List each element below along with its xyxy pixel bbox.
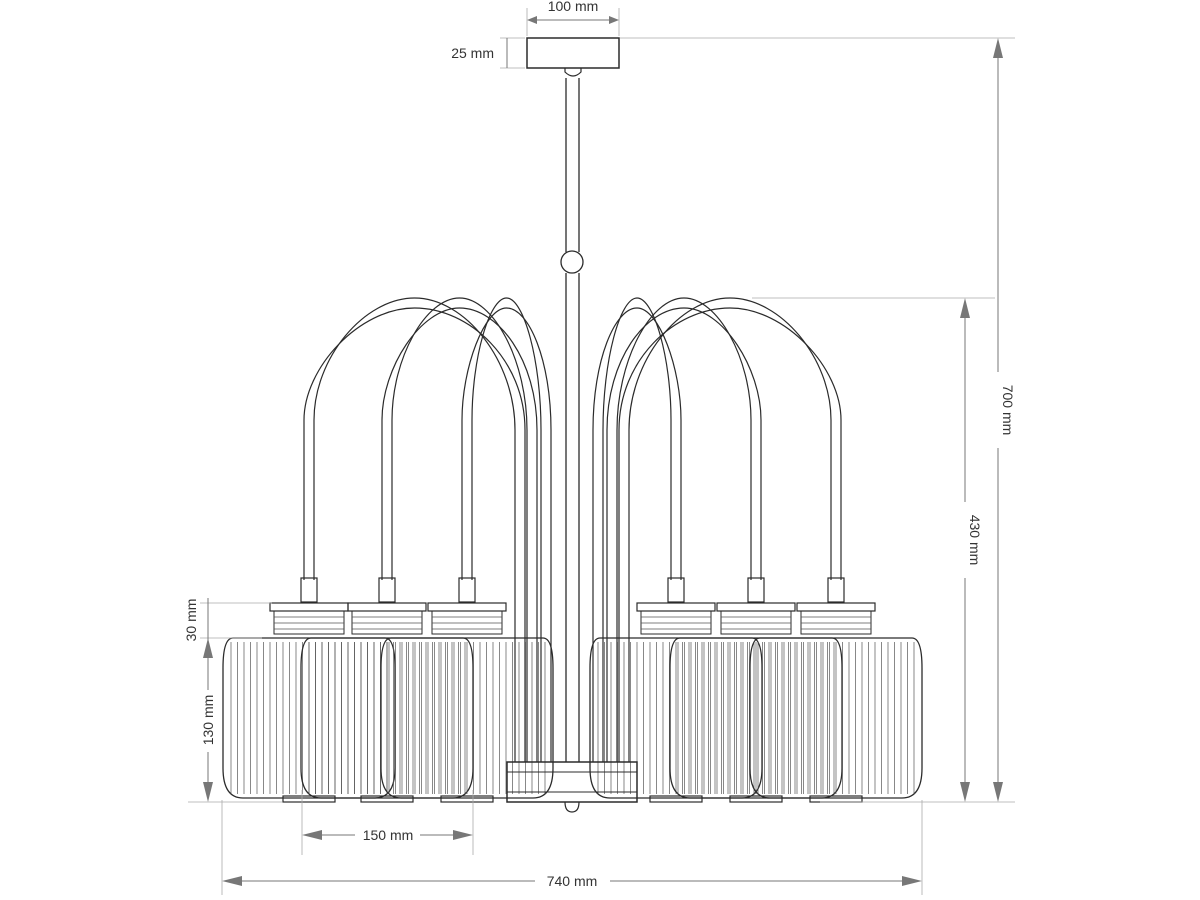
dimension-overall-height: 700 mm: [620, 37, 1016, 803]
shade-cap-band: [720, 610, 792, 635]
rod-knob: [560, 250, 584, 274]
lamp-shade: [749, 602, 923, 803]
ceiling-canopy: [526, 37, 620, 69]
hub-finial: [564, 801, 580, 813]
dimension-cap-height: 30 mm: [183, 598, 272, 643]
canopy-stem-collar: [564, 68, 582, 77]
arm-socket: [747, 577, 765, 603]
shade-body: [749, 637, 923, 799]
shade-cap-top: [427, 602, 507, 612]
central-rod: [560, 78, 584, 762]
arms-group: [300, 297, 845, 762]
arm: [458, 297, 552, 762]
canopy-height-label: 25 mm: [451, 45, 494, 61]
arm: [606, 297, 765, 762]
arm: [300, 297, 526, 762]
dimension-shade-height: 130 mm: [188, 638, 282, 803]
lamp-shade: [380, 602, 554, 803]
shade-cap-top: [796, 602, 876, 612]
shade-bottom-ring: [282, 795, 336, 803]
arm: [378, 297, 538, 762]
arm-socket: [300, 577, 318, 603]
shade-cap-top: [716, 602, 796, 612]
shade-cap-top: [269, 602, 349, 612]
shade-bottom-ring: [440, 795, 494, 803]
arm-socket: [827, 577, 845, 603]
arm-socket: [378, 577, 396, 603]
cap-height-label: 30 mm: [183, 599, 199, 642]
shade-width-label: 150 mm: [363, 827, 414, 843]
shade-height-label: 130 mm: [200, 695, 216, 746]
overall-height-label: 700 mm: [1000, 385, 1016, 436]
shade-bottom-ring: [729, 795, 783, 803]
shade-cap-band: [800, 610, 872, 635]
shade-cap-band: [351, 610, 423, 635]
arm-socket: [667, 577, 685, 603]
overall-width-label: 740 mm: [547, 873, 598, 889]
arm-height-label: 430 mm: [967, 515, 983, 566]
arm: [618, 297, 845, 762]
dimension-canopy-width: 100 mm: [526, 0, 620, 36]
shade-cap-band: [273, 610, 345, 635]
shade-cap-band: [431, 610, 503, 635]
dimension-annotations: 100 mm 25 mm 700 mm 430 mm: [183, 0, 1016, 895]
chandelier-fixture: [222, 37, 923, 813]
central-hub: [506, 761, 638, 813]
shade-cap-top: [347, 602, 427, 612]
shade-body: [380, 637, 554, 799]
shade-cap-top: [636, 602, 716, 612]
shade-bottom-ring: [809, 795, 863, 803]
arm: [592, 297, 685, 762]
shades-group: [222, 602, 923, 803]
canopy-width-label: 100 mm: [548, 0, 599, 14]
arm-socket: [458, 577, 476, 603]
shade-bottom-ring: [360, 795, 414, 803]
dimension-shade-width: 150 mm: [301, 790, 474, 855]
dimension-arm-height: 430 mm: [752, 297, 995, 802]
dimension-overall-width: 740 mm: [221, 800, 923, 895]
shade-bottom-ring: [649, 795, 703, 803]
dimension-canopy-height: 25 mm: [451, 37, 525, 69]
shade-cap-band: [640, 610, 712, 635]
